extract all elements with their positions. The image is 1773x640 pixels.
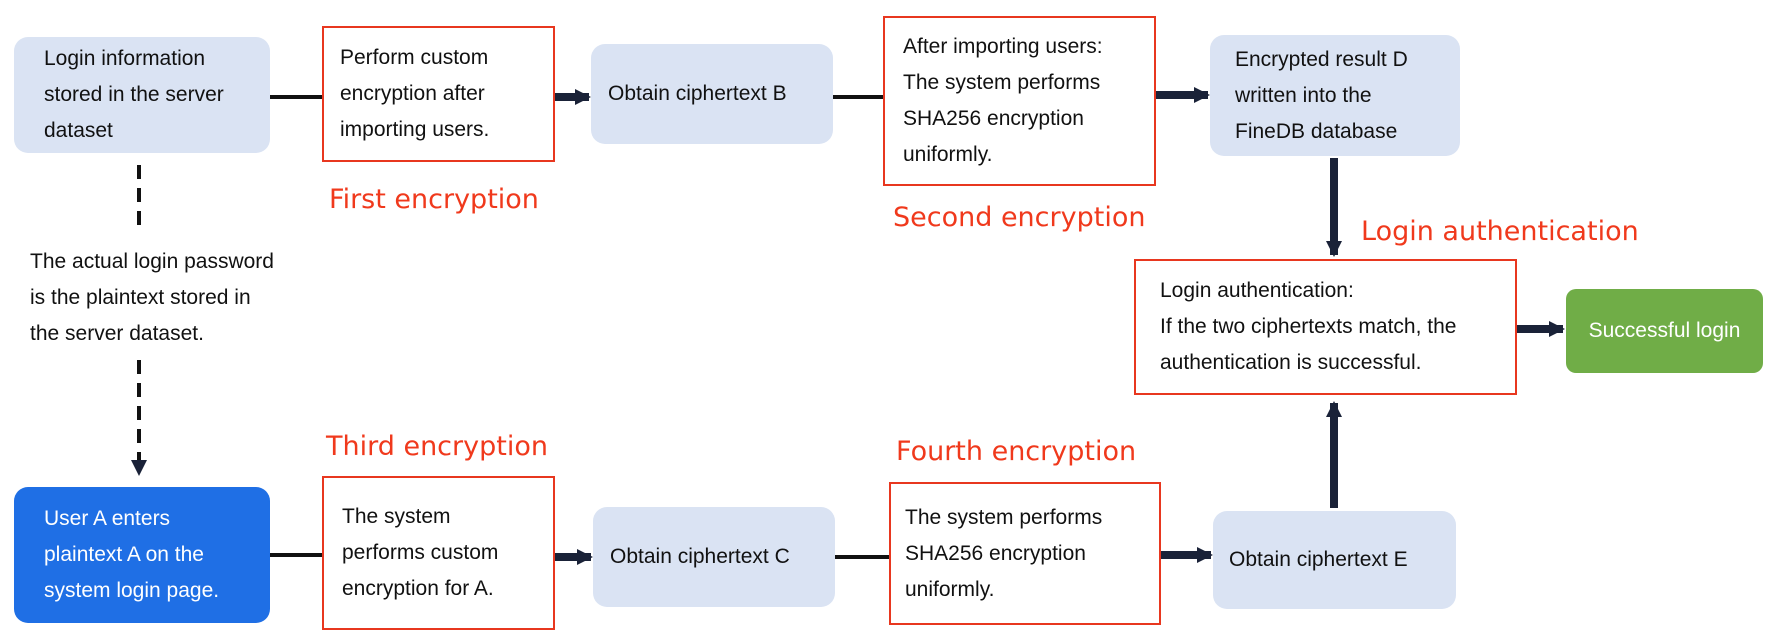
custom-encryption-a-text: The system performs custom encryption fo… — [342, 505, 499, 600]
sha256-import-text: After importing users: The system perfor… — [903, 35, 1103, 166]
sha256-import-node: After importing users: The system perfor… — [883, 16, 1156, 186]
ciphertext-c-text: Obtain ciphertext C — [610, 545, 790, 568]
sha256-a-text: The system performs SHA256 encryption un… — [905, 505, 1103, 601]
custom-encryption-import-text: Perform custom encryption after importin… — [340, 46, 490, 141]
plaintext-note: The actual login password is the plainte… — [30, 250, 274, 345]
ciphertext-e-node: Obtain ciphertext E — [1213, 511, 1456, 609]
caption-first-encryption: First encryption — [329, 184, 539, 215]
ciphertext-e-text: Obtain ciphertext E — [1229, 548, 1408, 571]
caption-fourth-encryption: Fourth encryption — [896, 436, 1137, 467]
caption-third-encryption: Third encryption — [326, 431, 548, 462]
caption-login-authentication: Login authentication — [1361, 216, 1639, 247]
login-info-node: Login information stored in the server d… — [14, 37, 270, 153]
custom-encryption-import-node: Perform custom encryption after importin… — [322, 26, 555, 162]
ciphertext-c-node: Obtain ciphertext C — [593, 507, 835, 607]
custom-encryption-a-node: The system performs custom encryption fo… — [322, 476, 555, 630]
login-auth-node: Login authentication: If the two ciphert… — [1134, 259, 1517, 395]
login-auth-text: Login authentication: If the two ciphert… — [1160, 279, 1457, 374]
login-info-text: Login information stored in the server d… — [44, 47, 224, 142]
caption-second-encryption: Second encryption — [893, 202, 1146, 233]
success-text: Successful login — [1588, 319, 1741, 342]
sha256-a-node: The system performs SHA256 encryption un… — [889, 482, 1161, 625]
ciphertext-b-node: Obtain ciphertext B — [591, 44, 833, 144]
result-d-text: Encrypted result D written into the Fine… — [1235, 47, 1408, 143]
user-a-node: User A enters plaintext A on the system … — [14, 487, 270, 623]
success-node: Successful login — [1566, 289, 1763, 373]
result-d-node: Encrypted result D written into the Fine… — [1210, 35, 1460, 156]
ciphertext-b-text: Obtain ciphertext B — [608, 82, 787, 105]
user-a-text: User A enters plaintext A on the system … — [44, 507, 220, 602]
